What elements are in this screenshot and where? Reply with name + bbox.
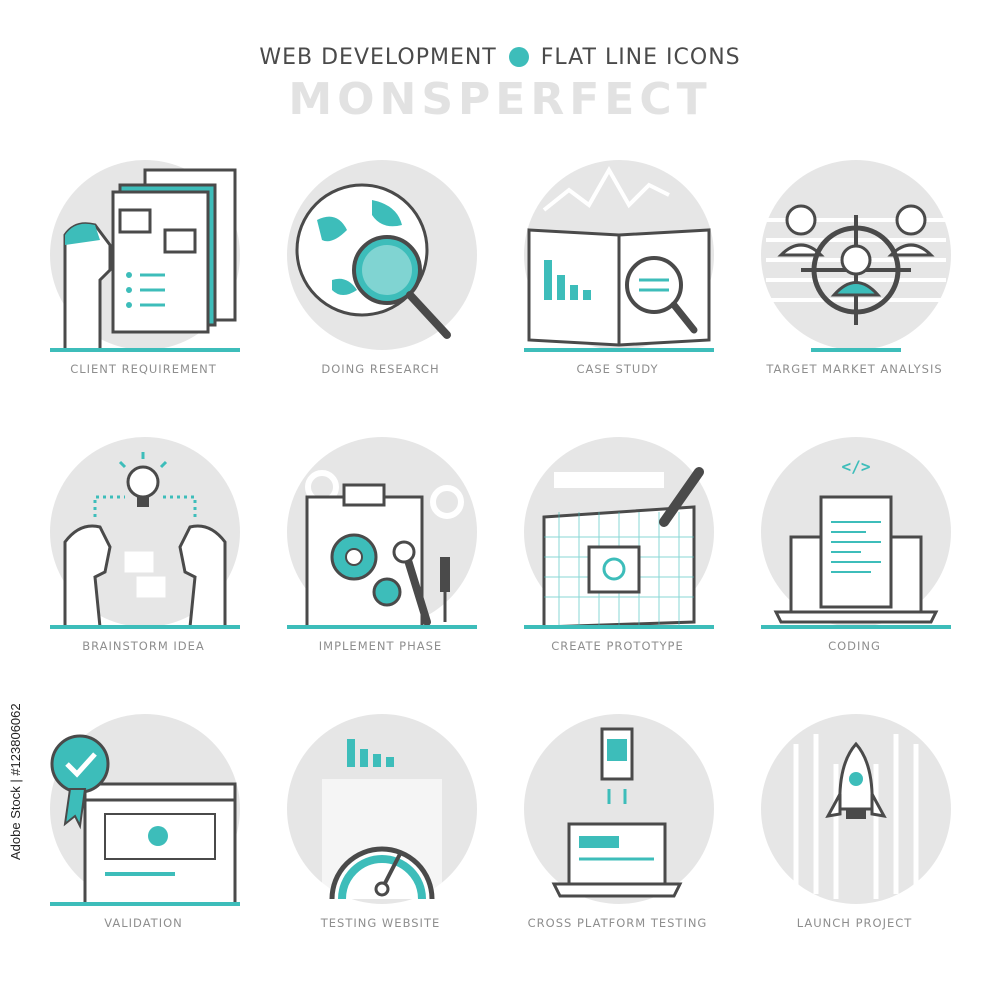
case-study-icon: [524, 160, 714, 352]
icon-label: CREATE PROTOTYPE: [551, 639, 684, 653]
coding-icon: </>: [761, 437, 951, 629]
icon-label: BRAINSTORM IDEA: [82, 639, 205, 653]
icon-card-client-requirement: CLIENT REQUIREMENT: [25, 150, 262, 420]
launch-project-icon: [761, 714, 951, 904]
brainstorm-idea-icon: [50, 437, 240, 629]
icon-label: LAUNCH PROJECT: [796, 916, 913, 930]
dot-separator-icon: [508, 47, 529, 67]
icon-card-testing-website: TESTING WEBSITE: [262, 704, 499, 974]
doing-research-icon: [287, 160, 477, 350]
subtitle: WEB DEVELOPMENT FLAT LINE ICONS: [0, 42, 1000, 72]
icon-label: IMPLEMENT PHASE: [318, 639, 443, 653]
testing-website-icon: [287, 714, 477, 904]
cross-platform-testing-icon: [524, 714, 714, 904]
header: WEB DEVELOPMENT FLAT LINE ICONS MONSPERF…: [0, 42, 1000, 126]
brand-title: MONSPERFECT: [288, 74, 712, 125]
icon-label: CODING: [828, 639, 881, 653]
icon-card-create-prototype: CREATE PROTOTYPE: [499, 427, 736, 697]
icon-card-case-study: CASE STUDY: [499, 150, 736, 420]
icon-card-validation: VALIDATION: [25, 704, 262, 974]
icon-card-implement-phase: IMPLEMENT PHASE: [262, 427, 499, 697]
icon-label: CROSS PLATFORM TESTING: [527, 916, 708, 930]
icon-card-launch-project: LAUNCH PROJECT: [736, 704, 973, 974]
icon-label: DOING RESEARCH: [321, 362, 440, 376]
icon-label: TARGET MARKET ANALYSIS: [766, 362, 943, 376]
implement-phase-icon: [287, 437, 477, 629]
client-requirement-icon: [50, 160, 240, 352]
icon-grid: CLIENT REQUIREMENT DOING RESEARCH: [25, 150, 975, 960]
icon-card-brainstorm-idea: BRAINSTORM IDEA: [25, 427, 262, 697]
icon-label: TESTING WEBSITE: [320, 916, 441, 930]
create-prototype-icon: [524, 437, 714, 629]
subtitle-left: WEB DEVELOPMENT: [259, 44, 497, 70]
subtitle-right: FLAT LINE ICONS: [540, 44, 741, 70]
stock-id-text: Adobe Stock | #123806062: [8, 703, 23, 860]
target-market-analysis-icon: [761, 160, 951, 352]
validation-icon: [50, 714, 240, 906]
icon-label: VALIDATION: [104, 916, 183, 930]
icon-card-cross-platform-testing: CROSS PLATFORM TESTING: [499, 704, 736, 974]
icon-card-coding: </> CODING: [736, 427, 973, 697]
icon-label: CASE STUDY: [576, 362, 659, 376]
icon-label: CLIENT REQUIREMENT: [70, 362, 217, 376]
svg-text:</>: </>: [842, 457, 871, 476]
icon-card-doing-research: DOING RESEARCH: [262, 150, 499, 420]
icon-card-target-market-analysis: TARGET MARKET ANALYSIS: [736, 150, 973, 420]
